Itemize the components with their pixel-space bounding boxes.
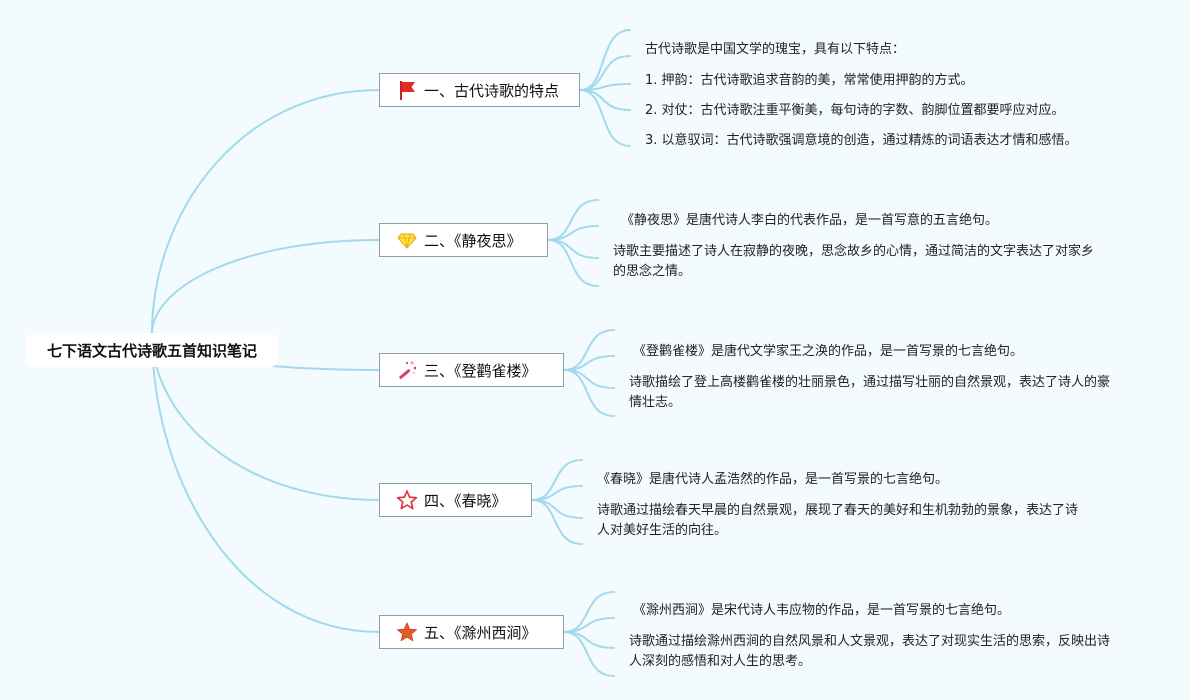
- diamond-icon: [396, 229, 418, 251]
- leaf-link-2-4: [547, 239, 599, 287]
- leaf-3-2: 诗歌描绘了登上高楼鹳雀楼的壮丽景色，通过描写壮丽的自然景观，表达了诗人的豪情壮志…: [629, 375, 1111, 410]
- leaf-link-3-4: [563, 369, 615, 417]
- leaf-link-2-1: [547, 199, 599, 241]
- leaf-4-2: 诗歌通过描绘春天早晨的自然景观，展现了春天的美好和生机勃勃的景象，表达了诗人对美…: [597, 503, 1079, 538]
- leaf-link-3-1: [563, 329, 615, 371]
- leaf-1-4: 3. 以意驭词：古代诗歌强调意境的创造，通过精炼的词语表达才情和感悟。: [645, 133, 1078, 148]
- root-link-5: [151, 333, 380, 633]
- branch-topic-5-label: 五、《滁州西涧》: [424, 623, 537, 642]
- leaf-3-1: 《登鹳雀楼》是唐代文学家王之涣的作品，是一首写景的七言绝句。: [633, 344, 1024, 359]
- leaf-1-3: 2. 对仗：古代诗歌注重平衡美，每句诗的字数、韵脚位置都要呼应对应。: [645, 103, 1065, 118]
- branch-topic-3-label: 三、《登鹳雀楼》: [424, 361, 537, 380]
- leaf-4-1: 《春晓》是唐代诗人孟浩然的作品，是一首写景的七言绝句。: [597, 472, 949, 487]
- branch-topic-4[interactable]: 四、《春晓》: [379, 483, 532, 517]
- leaf-link-2-3: [547, 239, 599, 259]
- root-topic-label: 七下语文古代诗歌五首知识笔记: [46, 341, 257, 360]
- leaf-link-3-3: [563, 369, 615, 389]
- leaf-5-1: 《滁州西涧》是宋代诗人韦应物的作品，是一首写景的七言绝句。: [633, 603, 1011, 618]
- branch-topic-1[interactable]: 一、古代诗歌的特点: [379, 73, 580, 107]
- branch-topic-1-label: 一、古代诗歌的特点: [424, 81, 560, 100]
- branch-topic-2[interactable]: 二、《静夜思》: [379, 223, 548, 257]
- leaf-link-4-1: [531, 459, 583, 501]
- root-topic[interactable]: 七下语文古代诗歌五首知识笔记: [26, 333, 278, 367]
- leaf-link-1-5: [579, 89, 631, 147]
- leaf-link-1-3: [579, 83, 631, 91]
- leaf-1-2: 1. 押韵：古代诗歌追求音韵的美，常常使用押韵的方式。: [645, 73, 974, 88]
- leaf-link-5-1: [563, 591, 615, 633]
- leaf-link-4-4: [531, 499, 583, 545]
- red-flag-icon: [396, 79, 418, 101]
- root-link-1: [151, 89, 380, 335]
- leaf-link-4-3: [531, 499, 583, 519]
- leaf-link-1-1: [579, 29, 631, 91]
- leaf-2-2: 诗歌主要描述了诗人在寂静的夜晚，思念故乡的心情，通过简洁的文字表达了对家乡的思念…: [613, 244, 1095, 279]
- branch-topic-2-label: 二、《静夜思》: [424, 231, 522, 250]
- star-outline-icon: [396, 489, 418, 511]
- leaf-2-1: 《静夜思》是唐代诗人李白的代表作品，是一首写意的五言绝句。: [621, 213, 999, 228]
- leaf-1-1: 古代诗歌是中国文学的瑰宝，具有以下特点：: [645, 42, 906, 57]
- branch-topic-3[interactable]: 三、《登鹳雀楼》: [379, 353, 564, 387]
- leaf-link-1-4: [579, 89, 631, 111]
- star-filled-icon: [396, 621, 418, 643]
- leaf-5-2: 诗歌通过描绘滁州西涧的自然风景和人文景观，表达了对现实生活的思索，反映出诗人深刻…: [629, 634, 1111, 669]
- branch-topic-4-label: 四、《春晓》: [424, 491, 507, 510]
- leaf-link-5-4: [563, 631, 615, 677]
- magic-wand-icon: [396, 359, 418, 381]
- branch-topic-5[interactable]: 五、《滁州西涧》: [379, 615, 564, 649]
- root-link-2: [151, 239, 380, 335]
